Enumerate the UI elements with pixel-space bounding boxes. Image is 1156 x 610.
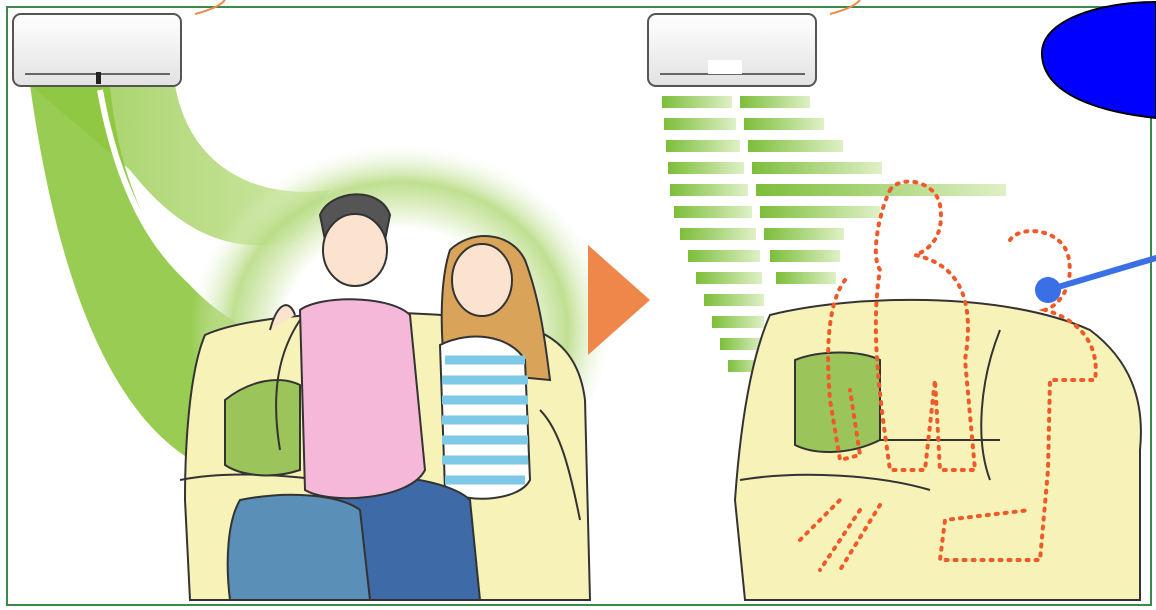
arrow-right-icon xyxy=(588,245,650,355)
air-conditioner-icon xyxy=(648,0,860,86)
cushion xyxy=(225,380,300,475)
air-conditioner-icon xyxy=(13,0,225,86)
callout-bubble-icon xyxy=(1042,2,1156,118)
left-panel xyxy=(13,0,610,600)
callout-pointer xyxy=(1035,258,1156,303)
man-jeans xyxy=(228,495,370,600)
